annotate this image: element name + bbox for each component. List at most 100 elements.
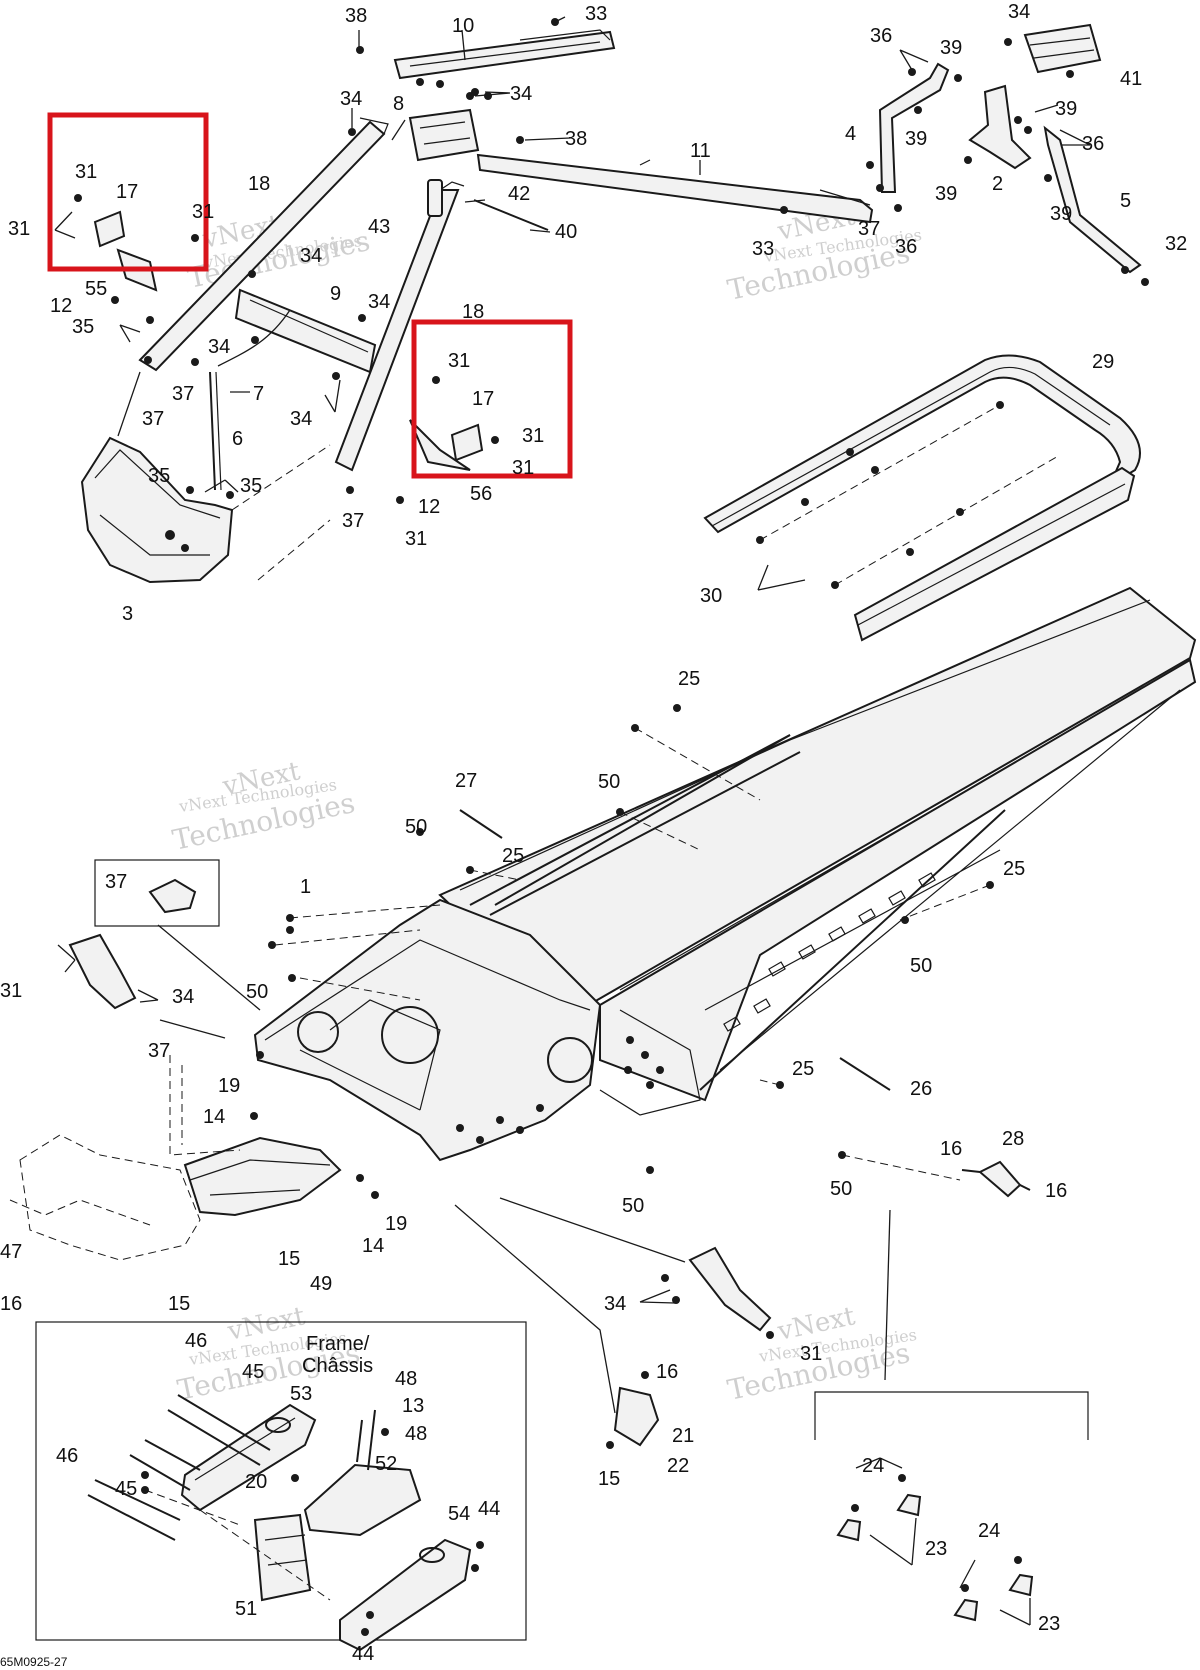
part-10-upper-bar bbox=[393, 30, 616, 80]
callout-44: 44 bbox=[478, 1498, 500, 1520]
part-16-bolt-pair bbox=[961, 1169, 1031, 1191]
callout-48: 48 bbox=[395, 1368, 417, 1390]
part-23-slider-d bbox=[1008, 1573, 1034, 1597]
callout-10: 10 bbox=[452, 15, 474, 37]
callout-31: 31 bbox=[448, 350, 470, 372]
part-37-clip bbox=[148, 878, 197, 914]
tunnel-slots bbox=[723, 872, 936, 1032]
part-2-bracket bbox=[968, 84, 1032, 170]
part-front-bracket-upper bbox=[68, 933, 137, 1010]
callout-31: 31 bbox=[75, 161, 97, 183]
tunnel-frame bbox=[157, 586, 1197, 1414]
callout-34: 34 bbox=[172, 986, 194, 1008]
callout-31: 31 bbox=[8, 218, 30, 240]
part-17-plate-left bbox=[93, 210, 126, 248]
inset-frame-chassis-box bbox=[35, 1321, 527, 1641]
callout-25: 25 bbox=[502, 845, 524, 867]
ski-leg-phantom bbox=[19, 1134, 201, 1261]
callout-56: 56 bbox=[470, 483, 492, 505]
fasteners-top bbox=[74, 18, 788, 504]
callout-34: 34 bbox=[208, 336, 230, 358]
callout-37: 37 bbox=[105, 871, 127, 893]
callout-46: 46 bbox=[185, 1330, 207, 1352]
callout-33: 33 bbox=[752, 238, 774, 260]
callout-41: 41 bbox=[1120, 68, 1142, 90]
callout-6: 6 bbox=[232, 428, 243, 450]
callout-24: 24 bbox=[862, 1455, 884, 1477]
part-17-plate-right bbox=[450, 423, 484, 462]
callout-1: 1 bbox=[300, 876, 311, 898]
callout-5: 5 bbox=[1120, 190, 1131, 212]
chassis-port-left bbox=[297, 1011, 339, 1053]
callout-26: 26 bbox=[910, 1078, 932, 1100]
callout-44: 44 bbox=[352, 1643, 374, 1665]
callout-11: 11 bbox=[690, 140, 711, 162]
callout-35: 35 bbox=[240, 475, 262, 497]
callout-43: 43 bbox=[368, 216, 390, 238]
inset-title-line2: Châssis bbox=[302, 1355, 373, 1377]
callout-34: 34 bbox=[510, 83, 532, 105]
arrow-to-inset bbox=[454, 1204, 616, 1414]
rear-side-brackets bbox=[606, 1160, 1031, 1449]
part-23-slider-c bbox=[953, 1598, 979, 1622]
callout-17: 17 bbox=[472, 388, 494, 410]
callout-53: 53 bbox=[290, 1383, 312, 1405]
front-suspension-brackets bbox=[9, 859, 342, 1261]
part-9-cross-member bbox=[234, 288, 377, 374]
callout-23: 23 bbox=[1038, 1613, 1060, 1635]
callout-35: 35 bbox=[148, 465, 170, 487]
rear-bumper-assembly bbox=[703, 354, 1141, 642]
callout-19: 19 bbox=[385, 1213, 407, 1235]
callout-16: 16 bbox=[0, 1293, 22, 1315]
callout-15: 15 bbox=[278, 1248, 300, 1270]
callout-9: 9 bbox=[330, 283, 341, 305]
part-18-right-tube bbox=[334, 189, 460, 472]
inset-frame-chassis: Frame/ Châssis bbox=[35, 1321, 527, 1652]
callout-7: 7 bbox=[253, 383, 264, 405]
part-8-bracket bbox=[408, 108, 480, 162]
tunnel-top-strip bbox=[494, 734, 791, 906]
part-56-bracket bbox=[409, 419, 471, 471]
callout-48: 48 bbox=[405, 1423, 427, 1445]
callout-15: 15 bbox=[168, 1293, 190, 1315]
callout-50: 50 bbox=[622, 1195, 644, 1217]
part-51-bracket bbox=[253, 1513, 312, 1602]
callout-31: 31 bbox=[0, 980, 22, 1002]
callout-22: 22 bbox=[667, 1455, 689, 1477]
callout-45: 45 bbox=[115, 1478, 137, 1500]
part-21-bracket bbox=[613, 1386, 660, 1447]
part-23-slider-a bbox=[836, 1518, 862, 1542]
callout-32: 32 bbox=[1165, 233, 1187, 255]
callout-34: 34 bbox=[300, 245, 322, 267]
steering-support-assembly bbox=[74, 18, 874, 584]
callout-46: 46 bbox=[56, 1445, 78, 1467]
part-27-wear-strip bbox=[459, 809, 503, 839]
part-6-strut bbox=[209, 371, 216, 491]
fasteners-links bbox=[866, 38, 1149, 286]
callout-29: 29 bbox=[1092, 351, 1114, 373]
part-23-slider-b bbox=[896, 1493, 922, 1517]
tunnel-edge-strip bbox=[699, 809, 1006, 1091]
callout-31: 31 bbox=[522, 425, 544, 447]
callout-55: 55 bbox=[85, 278, 107, 300]
front-chassis-cradle bbox=[253, 898, 602, 1162]
part-28-bracket bbox=[978, 1160, 1022, 1198]
callout-4: 4 bbox=[845, 123, 856, 145]
callout-34: 34 bbox=[604, 1293, 626, 1315]
callout-39: 39 bbox=[935, 183, 957, 205]
tunnel-side-wall bbox=[599, 658, 1197, 1102]
callout-21: 21 bbox=[672, 1425, 694, 1447]
callout-50: 50 bbox=[405, 816, 427, 838]
callout-leaders bbox=[54, 16, 1091, 1626]
callout-51: 51 bbox=[235, 1598, 257, 1620]
callout-33: 33 bbox=[585, 3, 607, 25]
callout-34: 34 bbox=[290, 408, 312, 430]
callout-52: 52 bbox=[375, 1453, 397, 1475]
arrow-from-rear-bracket bbox=[499, 1197, 686, 1263]
part-rear-bracket-34 bbox=[688, 1246, 772, 1332]
callout-54: 54 bbox=[448, 1503, 470, 1525]
callout-39: 39 bbox=[1050, 203, 1072, 225]
callout-31: 31 bbox=[800, 1343, 822, 1365]
highlight-box-left-bracket bbox=[47, 112, 209, 272]
callout-14: 14 bbox=[362, 1235, 384, 1257]
